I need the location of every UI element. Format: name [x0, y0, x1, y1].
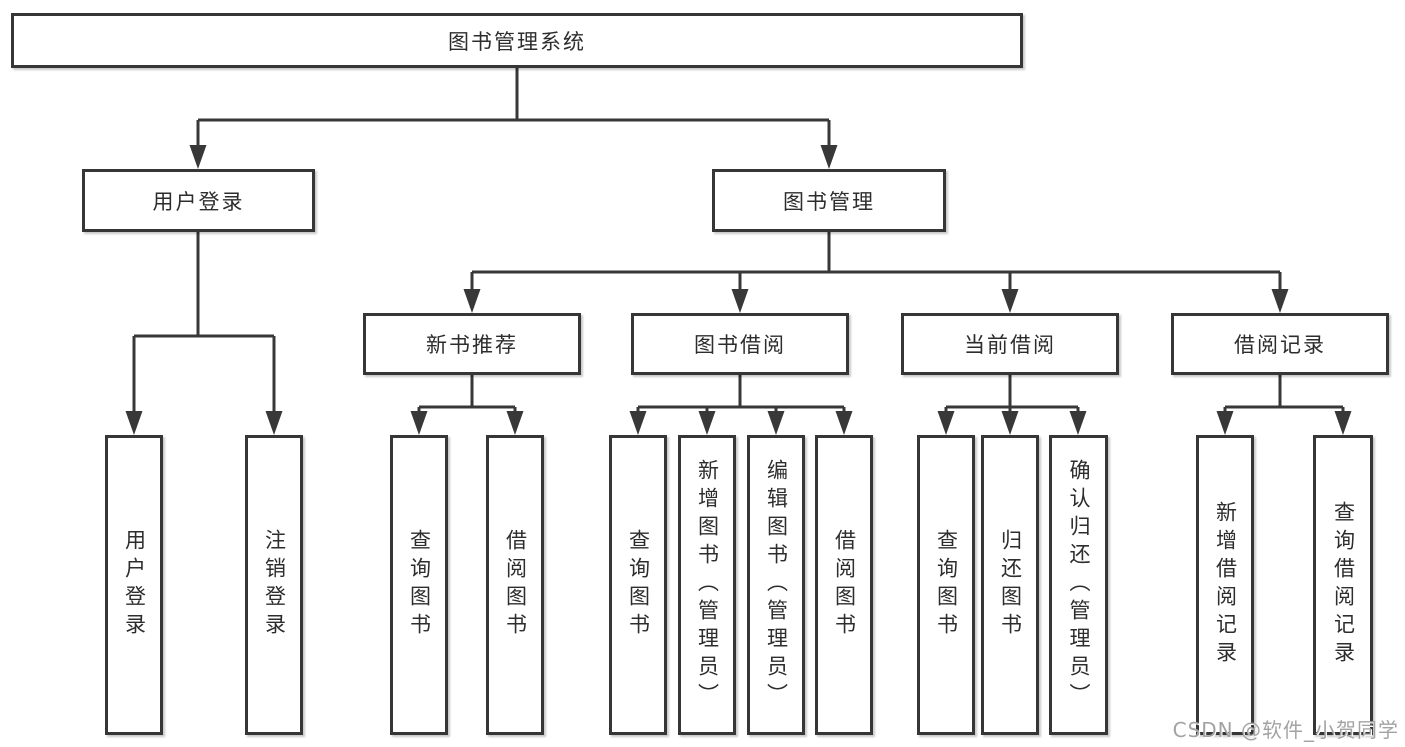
node-query-borrow-record: 查询借阅记录	[1313, 435, 1373, 735]
node-logout: 注销登录	[245, 435, 303, 735]
node-query-books: 查询图书	[917, 435, 975, 735]
node-current-borrowing: 当前借阅	[901, 313, 1119, 375]
watermark: CSDN @软件_小贺同学	[1172, 718, 1399, 742]
arrowheads	[125, 145, 1352, 435]
node-query-books: 查询图书	[609, 435, 667, 735]
connector-paths	[132, 68, 1345, 414]
node-book-borrowing: 图书借阅	[631, 313, 849, 375]
node-borrow-books: 借阅图书	[486, 435, 544, 735]
node-user-login: 用户登录	[82, 169, 315, 232]
node-borrowing-records: 借阅记录	[1171, 313, 1389, 375]
node-query-books: 查询图书	[390, 435, 448, 735]
node-add-borrow-record: 新增借阅记录	[1196, 435, 1254, 735]
node-user-login-leaf: 用户登录	[105, 435, 163, 735]
node-edit-book-admin: 编辑图书（管理员）	[747, 435, 805, 735]
node-add-book-admin: 新增图书（管理员）	[678, 435, 736, 735]
node-borrow-books: 借阅图书	[815, 435, 873, 735]
node-return-books: 归还图书	[981, 435, 1039, 735]
node-confirm-return-admin: 确认归还（管理员）	[1049, 435, 1108, 735]
node-library-management-system: 图书管理系统	[11, 13, 1023, 68]
node-book-management: 图书管理	[712, 169, 946, 232]
node-new-book-recommendation: 新书推荐	[363, 313, 581, 375]
